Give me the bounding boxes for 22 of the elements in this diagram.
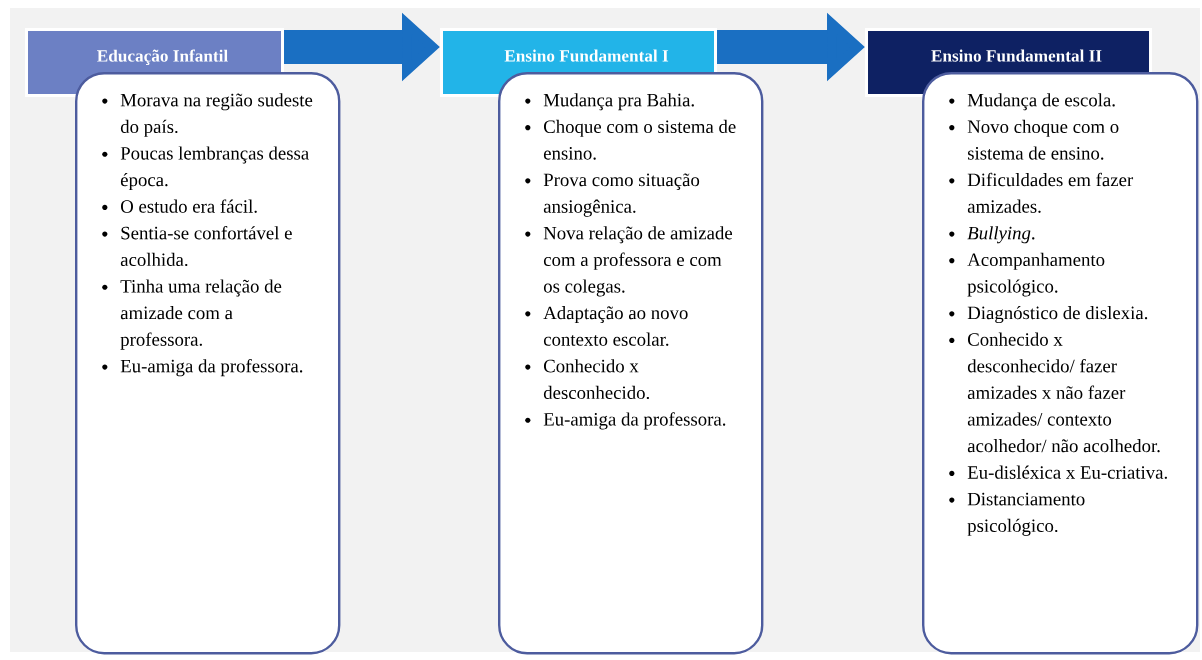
bullet-text: O estudo era fácil. [121,199,257,213]
bullet-text: Novo choque com o sistema de ensino. [967,119,1119,160]
bullet-text: Tinha uma relação de amizade com a professora. [120,279,282,350]
bullet-text: Eu-amiga da professora. [543,412,726,430]
bullet-text: Conhecido x desconhecido. [543,359,649,400]
bullet-text: Prova como situação ansiogênica. [543,173,700,217]
bullet-text: Diagnóstico de dislexia. [967,306,1148,324]
bullet-text: Sentia-se confortável e acolhida. [120,226,292,267]
bullet-text: Acompanhamento psicológico. [967,252,1105,297]
bullet-text: Poucas lembranças dessa época. [120,146,309,191]
bullet-text: Nova relação de amizade com a professora e com os colegas. [543,226,733,297]
bullet-text: Adaptação ao novo contexto escolar. [543,306,688,346]
stage-card [498,72,764,655]
bullet-text: Bullying. [967,226,1035,244]
bullet-text: Conhecido x desconhecido/ fazer amizades x não fazer amizades/ contexto acolhedor/ não acolhedor. [967,332,1160,453]
stage-card [922,72,1199,655]
bullet-text: Dificuldades em fazer amizades. [967,172,1134,213]
bullet-text: Choque com o sistema de ensino. [543,119,736,160]
stage-card [75,72,341,655]
bullet-text: Eu-amiga da professora. [120,359,303,377]
bullet-text: Distanciamento psicológico. [967,492,1085,536]
bullet-text: Eu-disléxica x Eu-criativa. [967,465,1167,479]
